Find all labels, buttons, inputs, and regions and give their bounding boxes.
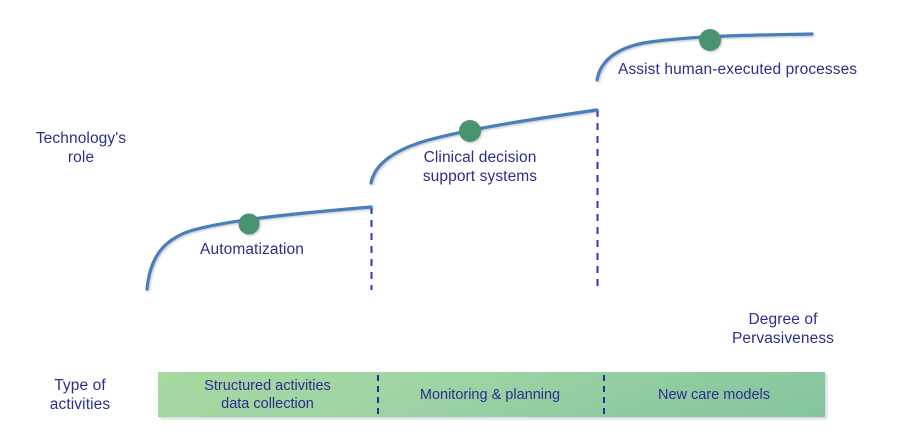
activity-type-band: Structured activities data collection Mo… <box>158 372 825 417</box>
band-segment-monitoring-planning: Monitoring & planning <box>419 386 561 403</box>
marker-dot-automatization <box>238 213 260 235</box>
marker-dot-assist-human-executed <box>699 29 721 51</box>
x-axis-label: Degree of Pervasiveness <box>731 311 835 347</box>
y-axis-label: Technology's role <box>35 130 127 166</box>
marker-dot-clinical-decision-support <box>459 120 481 142</box>
curve-segment-1 <box>145 205 373 291</box>
band-divider-2 <box>603 375 605 414</box>
stage-label-automatization: Automatization <box>200 241 304 258</box>
band-divider-1 <box>377 375 379 414</box>
band-segment-new-care-models: New care models <box>657 386 770 403</box>
curve-segment-3 <box>595 32 814 82</box>
stage-label-assist-human-executed: Assist human-executed processes <box>618 61 858 78</box>
band-title: Type of activities <box>49 377 111 413</box>
curve-segment-2 <box>369 108 599 185</box>
band-segment-structured-activities: Structured activities data collection <box>204 377 331 412</box>
stage-label-clinical-decision-support: Clinical decision support systems <box>422 149 538 185</box>
